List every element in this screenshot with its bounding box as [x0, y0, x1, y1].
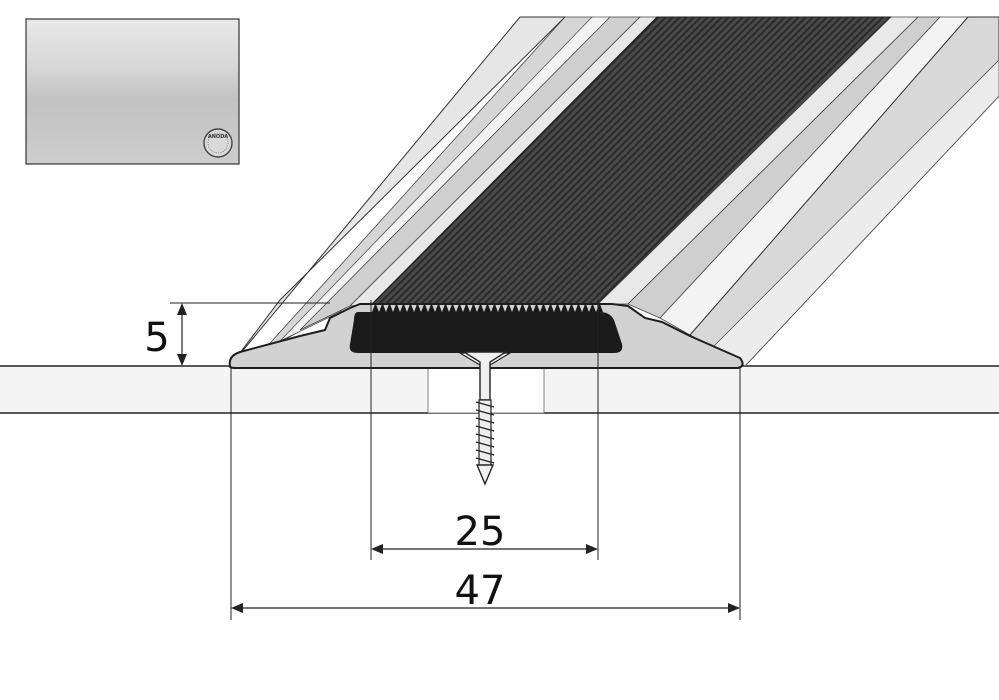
insert-rib: [525, 17, 814, 304]
profile-cross-section: [228, 303, 744, 369]
insert-rib: [574, 17, 863, 304]
insert-rib: [420, 17, 709, 304]
insert-rib: [560, 17, 849, 304]
insert-rib: [476, 17, 765, 304]
finish-swatch: ANODA: [25, 18, 240, 165]
insert-rib: [490, 17, 779, 304]
insert-rib: [399, 17, 688, 304]
insert-rib: [455, 17, 744, 304]
insert-rib: [483, 17, 772, 304]
arrow-left-icon: [231, 603, 243, 613]
arrow-up-icon: [177, 303, 187, 315]
insert-rib: [518, 17, 807, 304]
insert-rib: [448, 17, 737, 304]
insert-rib: [504, 17, 793, 304]
insert-rib: [511, 17, 800, 304]
insert-rib: [378, 17, 667, 304]
insert-teeth: [372, 303, 603, 312]
anoda-badge-icon: ANODA: [203, 128, 233, 158]
insert-rib: [434, 17, 723, 304]
insert-rib: [469, 17, 758, 304]
insert-rib: [441, 17, 730, 304]
total-width-dimension: 47: [231, 568, 740, 614]
insert-rib: [567, 17, 856, 304]
insert-rib: [539, 17, 828, 304]
height-dimension: 5: [144, 302, 330, 367]
profile-perspective-right: [597, 16, 999, 367]
insert-rib: [588, 17, 877, 304]
floor-surface: [0, 365, 999, 414]
insert-section: [349, 312, 623, 353]
insert-rib: [406, 17, 695, 304]
insert-rib: [546, 17, 835, 304]
insert-width-dimension: 25: [371, 509, 598, 555]
arrow-right-icon: [586, 544, 598, 554]
extension-lines: [230, 300, 741, 620]
insert-rib: [581, 17, 870, 304]
insert-rib: [462, 17, 751, 304]
arrow-down-icon: [177, 354, 187, 366]
arrow-left-icon: [371, 544, 383, 554]
insert-rib: [532, 17, 821, 304]
insert-rib: [497, 17, 786, 304]
insert-rib: [385, 17, 674, 304]
profile-perspective-left: [229, 16, 658, 367]
insert-width-label: 25: [455, 509, 506, 555]
rubber-insert-perspective: [370, 16, 893, 305]
arrow-right-icon: [728, 603, 740, 613]
insert-rib: [392, 17, 681, 304]
insert-rib: [595, 17, 884, 304]
total-width-label: 47: [455, 568, 506, 614]
screw-icon: [461, 351, 509, 486]
insert-rib: [553, 17, 842, 304]
insert-rib: [413, 17, 702, 304]
badge-label: ANODA: [208, 134, 228, 140]
insert-rib: [427, 17, 716, 304]
height-label: 5: [144, 315, 169, 361]
